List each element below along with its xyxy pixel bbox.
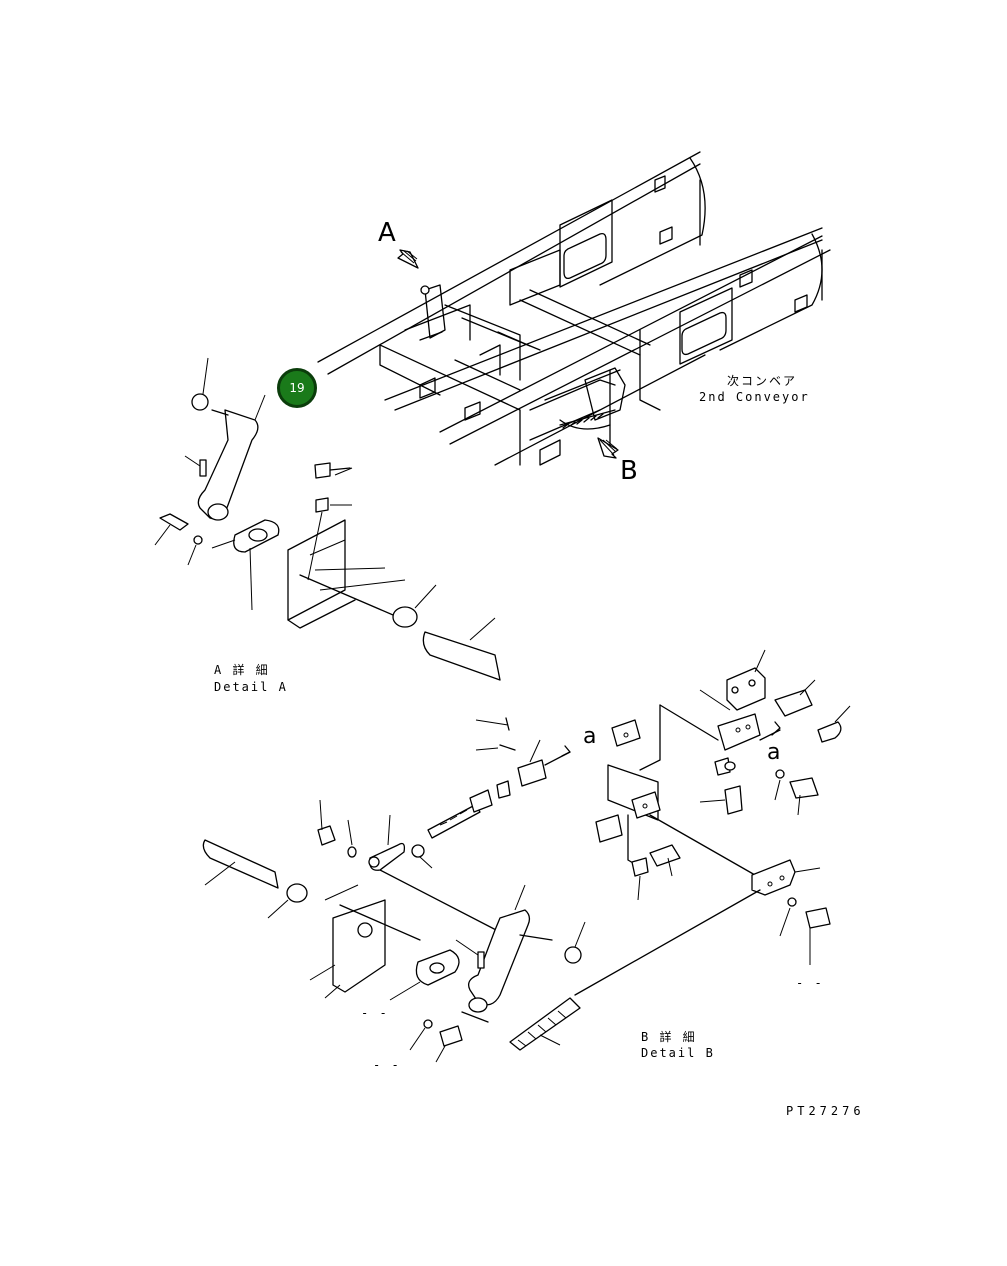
detail-a-parts bbox=[154, 357, 501, 681]
view-b-label: B bbox=[620, 456, 638, 486]
lever-arm bbox=[197, 409, 259, 520]
ref-a-label-1: a bbox=[583, 724, 597, 749]
detail-a-title-jp: A 詳 細 bbox=[214, 663, 270, 677]
ball-knob bbox=[191, 393, 209, 411]
detail-b-title-en: Detail B bbox=[641, 1046, 715, 1060]
dash-mark-3: - - bbox=[373, 1058, 401, 1072]
arrow-b-icon bbox=[597, 437, 619, 459]
arrow-a-icon bbox=[397, 249, 419, 269]
conveyor-label-en: 2nd Conveyor bbox=[699, 390, 810, 404]
drawing-number: PT27276 bbox=[786, 1104, 865, 1118]
conveyor-label-jp: 次コンベア bbox=[727, 374, 798, 388]
callout-number: 19 bbox=[289, 381, 305, 395]
conveyor-frame bbox=[317, 151, 831, 466]
detail-b-title-jp: B 詳 細 bbox=[641, 1030, 697, 1044]
dash-mark-1: - - bbox=[796, 976, 824, 990]
detail-a-title-en: Detail A bbox=[214, 680, 288, 694]
dash-mark-2: - - bbox=[361, 1006, 389, 1020]
ball-knob-b bbox=[564, 946, 582, 964]
detail-b-parts bbox=[202, 649, 851, 1063]
ref-a-label-2: a bbox=[767, 740, 781, 765]
callout-19-badge[interactable]: 19 bbox=[277, 368, 317, 408]
view-a-label: A bbox=[378, 218, 396, 248]
